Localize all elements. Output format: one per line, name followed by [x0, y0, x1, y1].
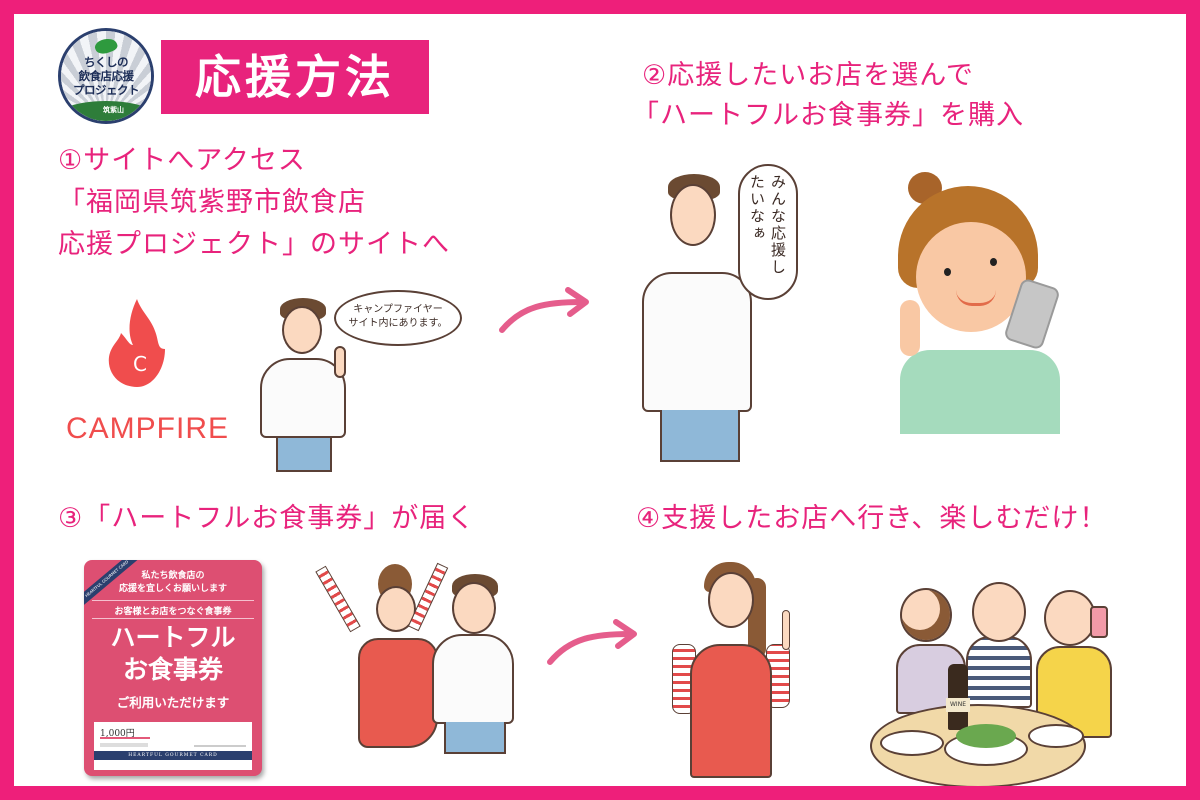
- thought-bubble: みんな応援したいなぁ: [738, 164, 798, 300]
- man-thinking-illustration: [638, 174, 758, 464]
- logo-badge: 筑紫山: [103, 106, 124, 114]
- step-4-text: ④支援したお店へ行き、楽しむだけ！: [636, 503, 1108, 534]
- logo-line-2: 飲食店応援: [78, 69, 135, 83]
- ticket-usage: ご利用いただけます: [116, 695, 230, 710]
- ticket-title-2: お食事券: [122, 655, 223, 684]
- heartful-meal-ticket: HEARTFUL GOURMET CARD 私たち飲食店の 応援を宜しくお願いし…: [84, 560, 262, 776]
- friends-dining-illustration: WINE: [860, 574, 1172, 786]
- campfire-flame-icon: C: [108, 299, 165, 387]
- speech-bubble-campfire: キャンプファイヤー サイト内にあります。: [334, 290, 462, 346]
- ticket-subtitle: お客様とお店をつなぐ食事券: [114, 607, 232, 617]
- step-2-line-2: 「ハートフルお食事券」を購入: [632, 100, 1024, 131]
- page-title: 応援方法: [161, 40, 429, 114]
- woman-phone-illustration: [886, 172, 1066, 434]
- arrow-right-icon-2: [547, 619, 637, 665]
- step-2-line-1: ②応援したいお店を選んで: [642, 60, 974, 91]
- ticket-title-1: ハートフル: [110, 623, 236, 652]
- campfire-label[interactable]: CAMPFIRE: [66, 412, 230, 445]
- infographic-frame: ちくしの 飲食店応援 プロジェクト 筑紫山 応援方法 ①サイトへアクセス 「福岡…: [14, 14, 1186, 786]
- ticket-line-1: 私たち飲食店の: [141, 571, 205, 581]
- step-1-line-1: ①サイトへアクセス: [58, 145, 306, 176]
- svg-text:C: C: [133, 352, 147, 376]
- logo-line-1: ちくしの: [84, 55, 129, 69]
- card-amount: 1,000円: [100, 729, 135, 739]
- step-1-line-3: 応援プロジェクト」のサイトへ: [58, 229, 450, 260]
- wine-label: WINE: [946, 698, 970, 712]
- ticket-line-2: 応援を宜しくお願いします: [118, 584, 227, 594]
- man-pointing-illustration: [254, 298, 364, 474]
- gift-card-image: 1,000円 HEARTFUL GOURMET CARD: [94, 722, 252, 770]
- step-3-text: ③「ハートフルお食事券」が届く: [58, 503, 476, 534]
- step-1-text: ①サイトへアクセス 「福岡県筑紫野市飲食店 応援プロジェクト」のサイトへ: [58, 140, 450, 266]
- step-2-text: ②応援したいお店を選んで 「ハートフルお食事券」を購入: [632, 56, 1024, 136]
- bubble-line-1: キャンプファイヤー: [353, 304, 443, 315]
- bubble-line-2: サイト内にあります。: [348, 318, 448, 329]
- cheering-couple-illustration: [315, 554, 518, 754]
- arrow-right-icon: [499, 287, 589, 333]
- card-band: HEARTFUL GOURMET CARD: [94, 751, 252, 760]
- smartphone-icon: [1090, 606, 1108, 638]
- waitress-illustration: [664, 560, 814, 782]
- project-logo: ちくしの 飲食店応援 プロジェクト 筑紫山: [58, 28, 154, 124]
- logo-line-3: プロジェクト: [73, 83, 140, 97]
- step-1-line-2: 「福岡県筑紫野市飲食店: [58, 187, 366, 218]
